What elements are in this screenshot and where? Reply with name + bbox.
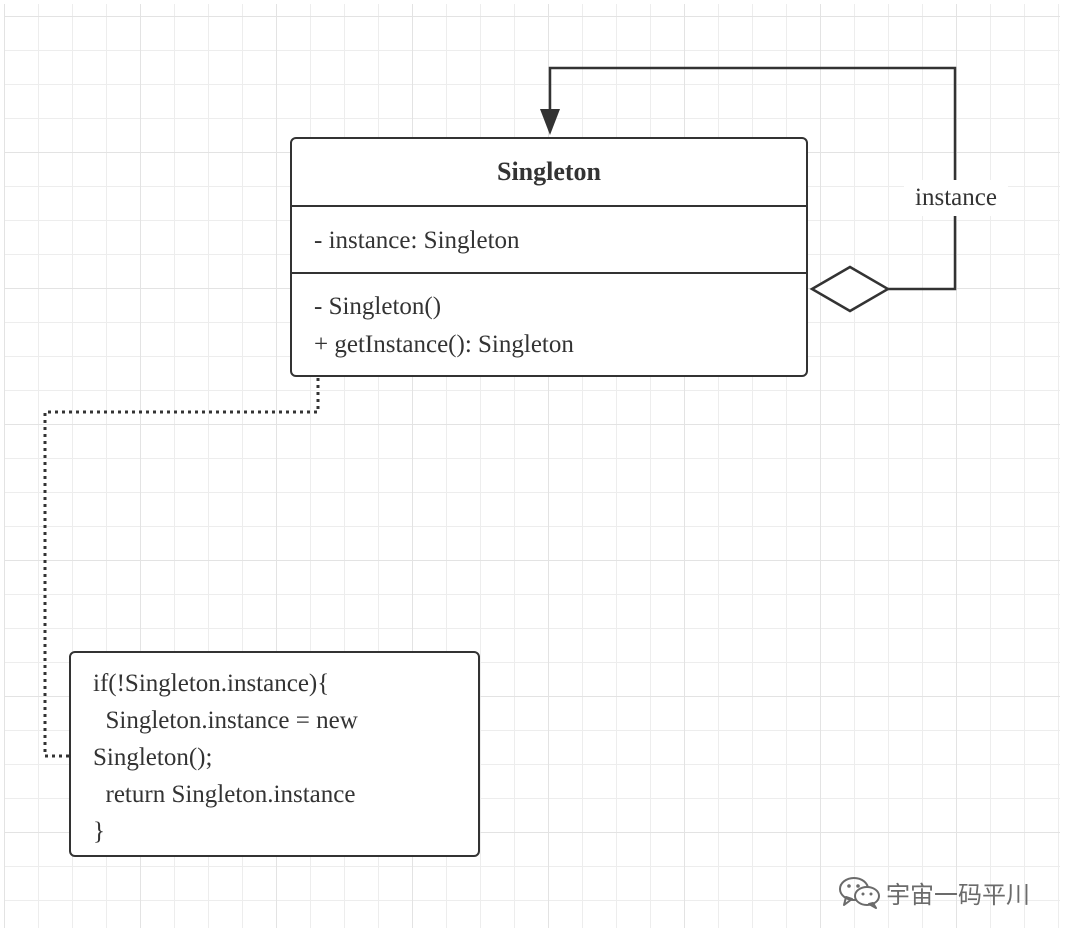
watermark-text: 宇宙一码平川: [886, 880, 1030, 909]
singleton-class-box[interactable]: Singleton - instance: Singleton - Single…: [290, 137, 808, 377]
class-name: Singleton: [292, 139, 806, 207]
self-association-line[interactable]: [548, 66, 957, 291]
class-operation: + getInstance(): Singleton: [314, 331, 574, 358]
self-association-arrowhead: [540, 109, 560, 135]
note-line: Singleton();: [93, 744, 213, 771]
class-attributes: - instance: Singleton: [292, 207, 806, 274]
class-attribute: - instance: Singleton: [314, 227, 520, 254]
note-line: return Singleton.instance: [93, 781, 356, 808]
class-operation: - Singleton(): [314, 293, 442, 320]
watermark: 宇宙一码平川: [838, 872, 1030, 912]
class-operations: - Singleton() + getInstance(): Singleton: [292, 274, 806, 364]
code-note-box[interactable]: if(!Singleton.instance){ Singleton.insta…: [69, 651, 480, 857]
wechat-icon: [839, 877, 880, 909]
note-line: }: [93, 818, 105, 845]
note-line: Singleton.instance = new: [93, 707, 358, 734]
note-link-line[interactable]: [43, 366, 320, 758]
note-line: if(!Singleton.instance){: [93, 670, 330, 697]
self-association-label: instance: [904, 180, 1008, 216]
aggregation-diamond: [809, 265, 891, 313]
